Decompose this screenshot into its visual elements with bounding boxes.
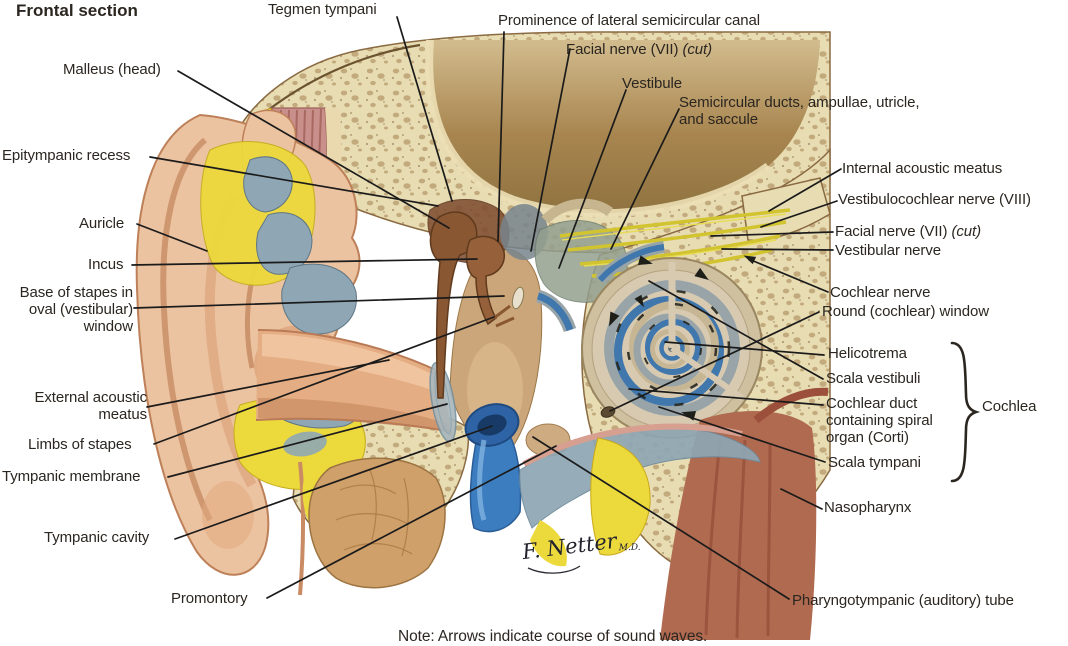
label-helicotrema: Helicotrema <box>828 345 907 362</box>
label-cut: (cut) <box>951 223 981 240</box>
cochlea-spiral <box>581 241 763 439</box>
label-text: Facial nerve (VII) <box>835 223 952 240</box>
label-text: Facial nerve (VII) <box>566 41 683 58</box>
label-scala-tympani: Scala tympani <box>828 454 921 471</box>
label-vestibular-nerve: Vestibular nerve <box>835 242 941 259</box>
label-line: meatus <box>98 405 147 423</box>
label-cochlea: Cochlea <box>982 398 1037 415</box>
label-line: and saccule <box>679 110 758 128</box>
label-prominence-lateral-semicircular-canal: Prominence of lateral semicircular canal <box>498 12 760 29</box>
label-scala-vestibuli: Scala vestibuli <box>826 370 921 387</box>
label-line: containing spiral <box>826 411 933 429</box>
page-title: Frontal section <box>16 1 138 20</box>
label-base-of-stapes: Base of stapes in oval (vestibular) wind… <box>0 284 134 335</box>
label-epitympanic-recess: Epitympanic recess <box>2 147 131 164</box>
label-cut: (cut) <box>682 41 712 58</box>
signature-flourish <box>527 565 581 574</box>
signature-suffix: M.D. <box>618 542 641 554</box>
label-limbs-of-stapes: Limbs of stapes <box>28 436 132 453</box>
label-tympanic-membrane: Tympanic membrane <box>2 468 141 485</box>
label-cochlear-nerve: Cochlear nerve <box>830 284 931 301</box>
label-round-window: Round (cochlear) window <box>822 303 989 320</box>
label-incus: Incus <box>88 256 124 273</box>
label-semicircular-ducts: Semicircular ducts, ampullae, utricle, a… <box>679 94 920 129</box>
label-nasopharynx: Nasopharynx <box>824 499 912 516</box>
label-vestibulocochlear-nerve: Vestibulocochlear nerve (VIII) <box>838 191 1031 208</box>
external-acoustic-meatus-canal <box>255 329 453 433</box>
label-cochlear-duct: Cochlear duct containing spiral organ (C… <box>826 395 933 446</box>
label-vestibule: Vestibule <box>622 75 682 92</box>
label-promontory: Promontory <box>171 590 248 607</box>
label-auricle: Auricle <box>79 215 125 232</box>
label-pharyngotympanic-tube: Pharyngotympanic (auditory) tube <box>792 592 1014 609</box>
label-external-acoustic-meatus: External acoustic meatus <box>10 389 147 424</box>
parotid-gland-and-fat <box>298 437 651 596</box>
label-facial-nerve-vii-top: Facial nerve (VII) (cut) <box>566 41 712 59</box>
label-line: Semicircular ducts, ampullae, utricle, <box>679 94 920 111</box>
label-line: Base of stapes in <box>19 284 133 301</box>
label-malleus-head: Malleus (head) <box>63 61 161 78</box>
label-line: Cochlear duct <box>826 395 918 412</box>
label-line: organ (Corti) <box>826 428 909 446</box>
cochlea-brace <box>950 341 981 483</box>
label-tegmen-tympani: Tegmen tympani <box>268 1 377 18</box>
label-tympanic-cavity: Tympanic cavity <box>44 529 150 546</box>
note-sound-waves: Note: Arrows indicate course of sound wa… <box>398 628 708 645</box>
label-facial-nerve-vii-right: Facial nerve (VII) (cut) <box>835 223 981 241</box>
label-line: oval (vestibular) <box>28 300 133 318</box>
label-internal-acoustic-meatus: Internal acoustic meatus <box>842 160 1003 177</box>
label-line: window <box>83 317 134 335</box>
leader-lines <box>131 16 842 600</box>
pharyngotympanic-tube-shape <box>464 403 522 533</box>
nasopharynx-region <box>519 387 829 640</box>
label-line: External acoustic <box>34 389 147 406</box>
